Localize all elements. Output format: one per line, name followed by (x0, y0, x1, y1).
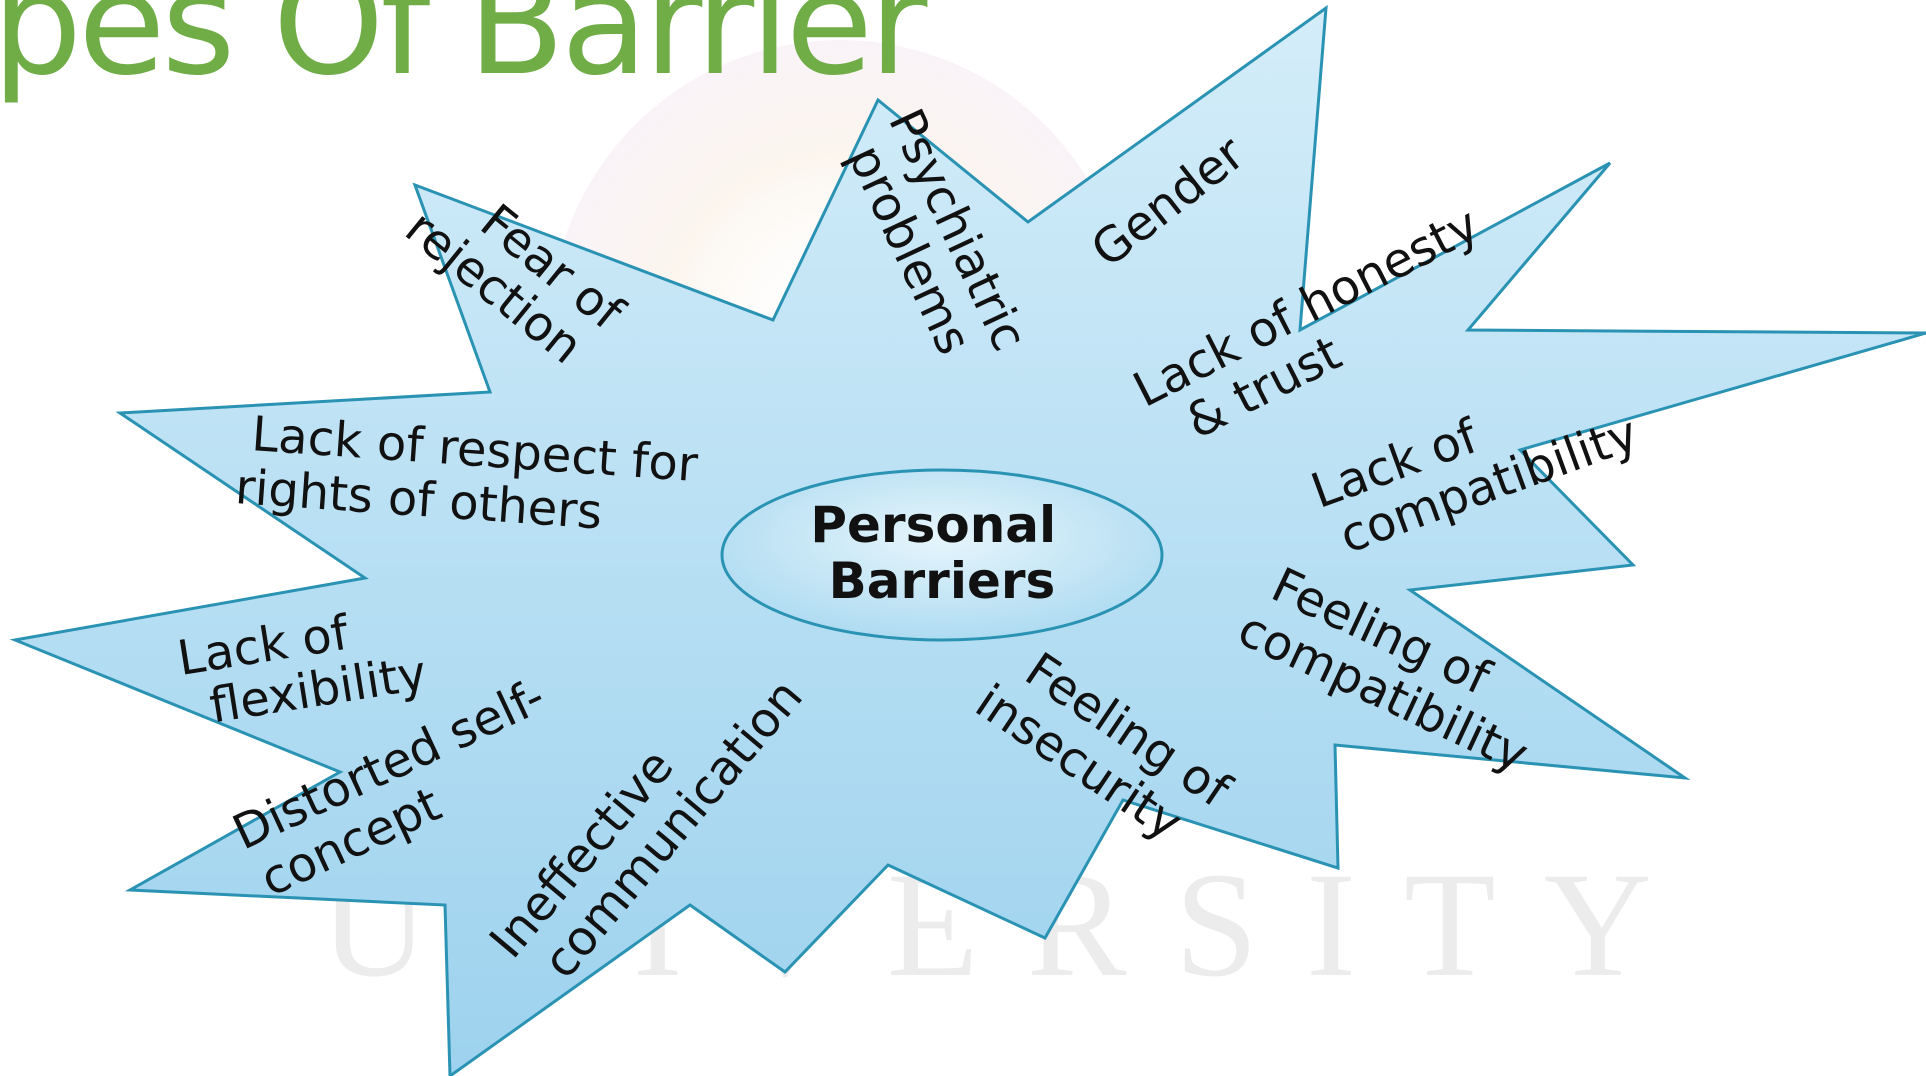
center-ellipse (720, 468, 1164, 642)
center-label-line1: Personal (810, 496, 1056, 554)
slide-title: pes Of Barrier (0, 0, 927, 107)
center-label: Personal Barriers (810, 496, 1073, 610)
center-label-line2: Barriers (829, 552, 1056, 610)
center-node: Personal Barriers (720, 468, 1164, 642)
